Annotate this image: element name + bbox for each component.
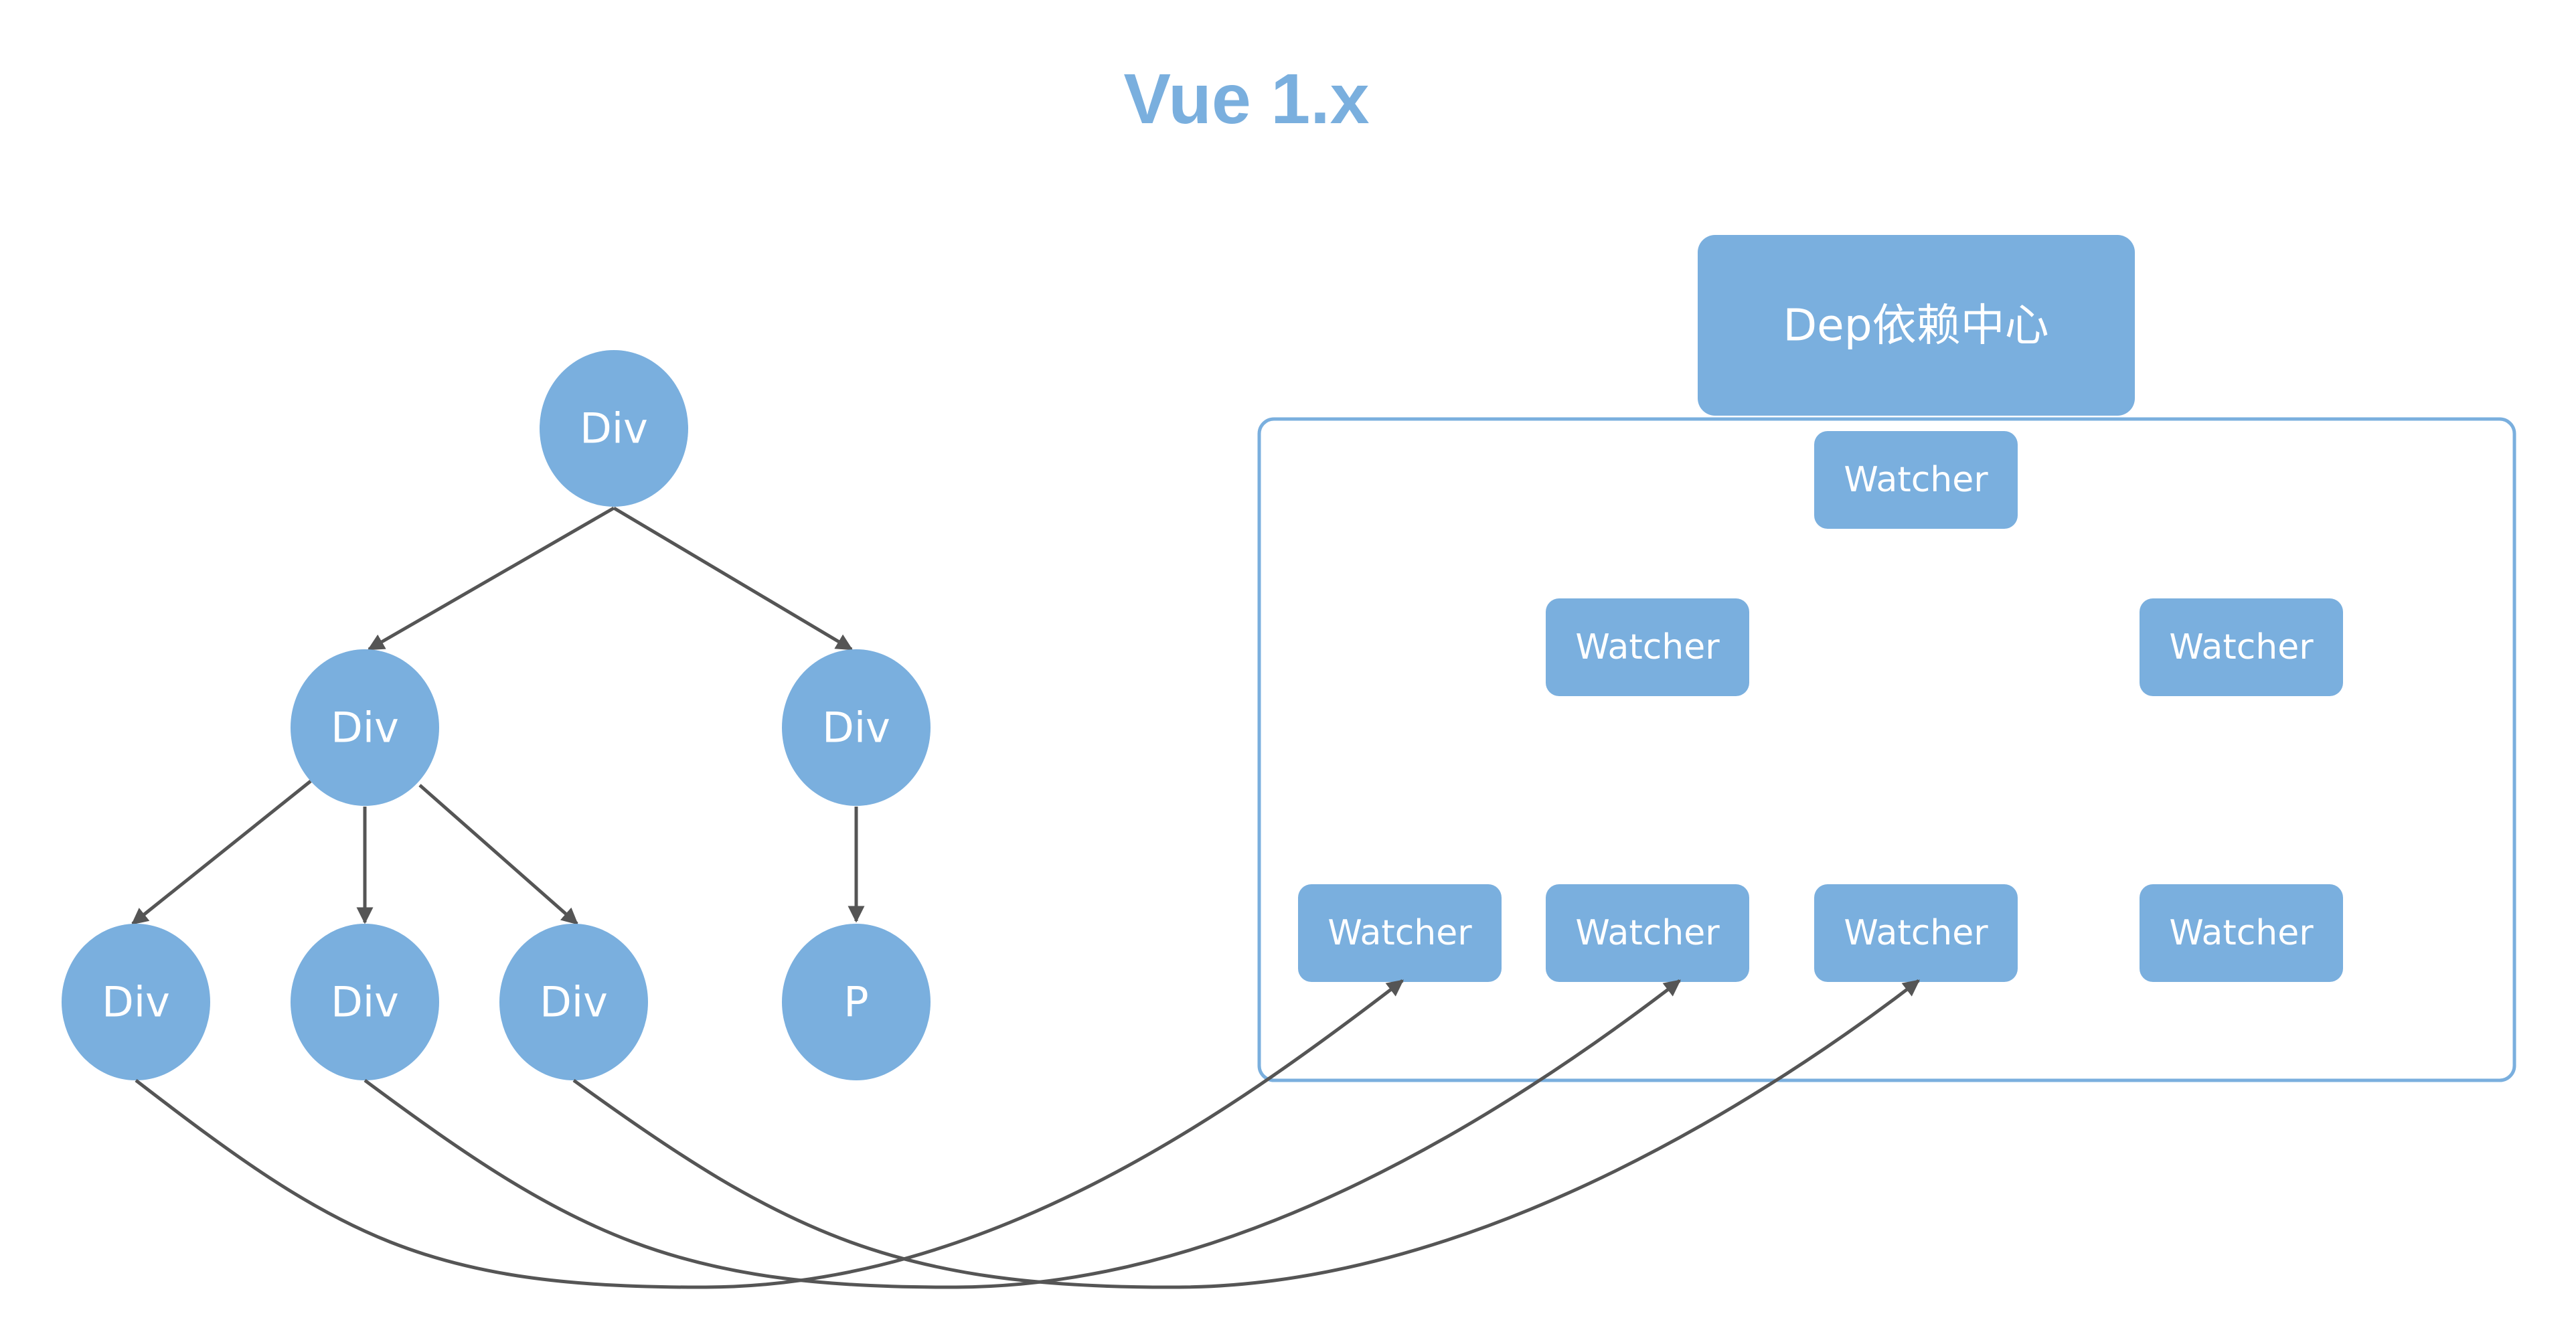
tree-edge-l1a-to-l2c bbox=[418, 784, 578, 925]
tree-node-div-l2c: Div bbox=[499, 924, 648, 1080]
watcher-box-w-bot-3: Watcher bbox=[1814, 884, 2018, 982]
tree-node-label: Div bbox=[540, 978, 608, 1027]
watcher-label: Watcher bbox=[2169, 913, 2314, 953]
tree-node-div-root: Div bbox=[540, 350, 688, 507]
watcher-shape bbox=[1546, 598, 1749, 696]
dep-center-label: Dep依赖中心 bbox=[1783, 300, 2048, 351]
dep-center-box: Dep依赖中心 bbox=[1698, 235, 2135, 416]
watcher-box-w-bot-4: Watcher bbox=[2140, 884, 2343, 982]
tree-node-label: P bbox=[843, 978, 868, 1027]
watcher-box-w-bot-2: Watcher bbox=[1546, 884, 1749, 982]
tree-node-shape bbox=[291, 924, 439, 1080]
tree-node-div-l1b: Div bbox=[782, 649, 931, 806]
watcher-shape bbox=[1814, 884, 2018, 982]
tree-node-div-l2a: Div bbox=[62, 924, 210, 1080]
tree-node-shape bbox=[782, 924, 931, 1080]
tree-node-shape bbox=[291, 649, 439, 806]
tree-node-shape bbox=[499, 924, 648, 1080]
tree-node-label: Div bbox=[102, 978, 170, 1027]
tree-edge-l1a-to-l2a bbox=[131, 780, 312, 925]
watcher-box-w-bot-1: Watcher bbox=[1298, 884, 1502, 982]
tree-node-label: Div bbox=[331, 978, 399, 1027]
watcher-box-w-top: Watcher bbox=[1814, 431, 2018, 529]
tree-node-p-l2d: P bbox=[782, 924, 931, 1080]
watcher-shape bbox=[1298, 884, 1502, 982]
tree-node-shape bbox=[782, 649, 931, 806]
dependency-link-l2a-to-w-bot-1 bbox=[135, 979, 1404, 1289]
tree-edge-root-to-l1b bbox=[613, 506, 854, 651]
diagram-title: Vue 1.x bbox=[1123, 60, 1369, 139]
tree-node-div-l2b: Div bbox=[291, 924, 439, 1080]
watcher-label: Watcher bbox=[1844, 460, 1988, 500]
tree-node-label: Div bbox=[822, 704, 890, 752]
watcher-box-w-mid-right: Watcher bbox=[2140, 598, 2343, 696]
watcher-label: Watcher bbox=[1575, 913, 1720, 953]
tree-node-shape bbox=[62, 924, 210, 1080]
watcher-label: Watcher bbox=[1844, 913, 1988, 953]
watcher-box-w-mid-left: Watcher bbox=[1546, 598, 1749, 696]
watcher-label: Watcher bbox=[2169, 627, 2314, 667]
tree-edges bbox=[131, 506, 865, 925]
tree-edge-root-to-l1a bbox=[367, 506, 615, 651]
watcher-container bbox=[1257, 417, 2516, 1082]
dependency-link-l2c-to-w-bot-3 bbox=[572, 979, 1920, 1289]
watcher-shape bbox=[1546, 884, 1749, 982]
tree-node-label: Div bbox=[580, 404, 648, 453]
watcher-shape bbox=[2140, 884, 2343, 982]
tree-node-shape bbox=[540, 350, 688, 507]
dependency-links bbox=[135, 979, 1920, 1289]
dependency-link-l2b-to-w-bot-2 bbox=[364, 979, 1681, 1289]
watcher-shape bbox=[2140, 598, 2343, 696]
watcher-shape bbox=[1814, 431, 2018, 529]
watcher-label: Watcher bbox=[1575, 627, 1720, 667]
watcher-label: Watcher bbox=[1327, 913, 1472, 953]
tree-node-label: Div bbox=[331, 704, 399, 752]
tree-node-div-l1a: Div bbox=[291, 649, 439, 806]
